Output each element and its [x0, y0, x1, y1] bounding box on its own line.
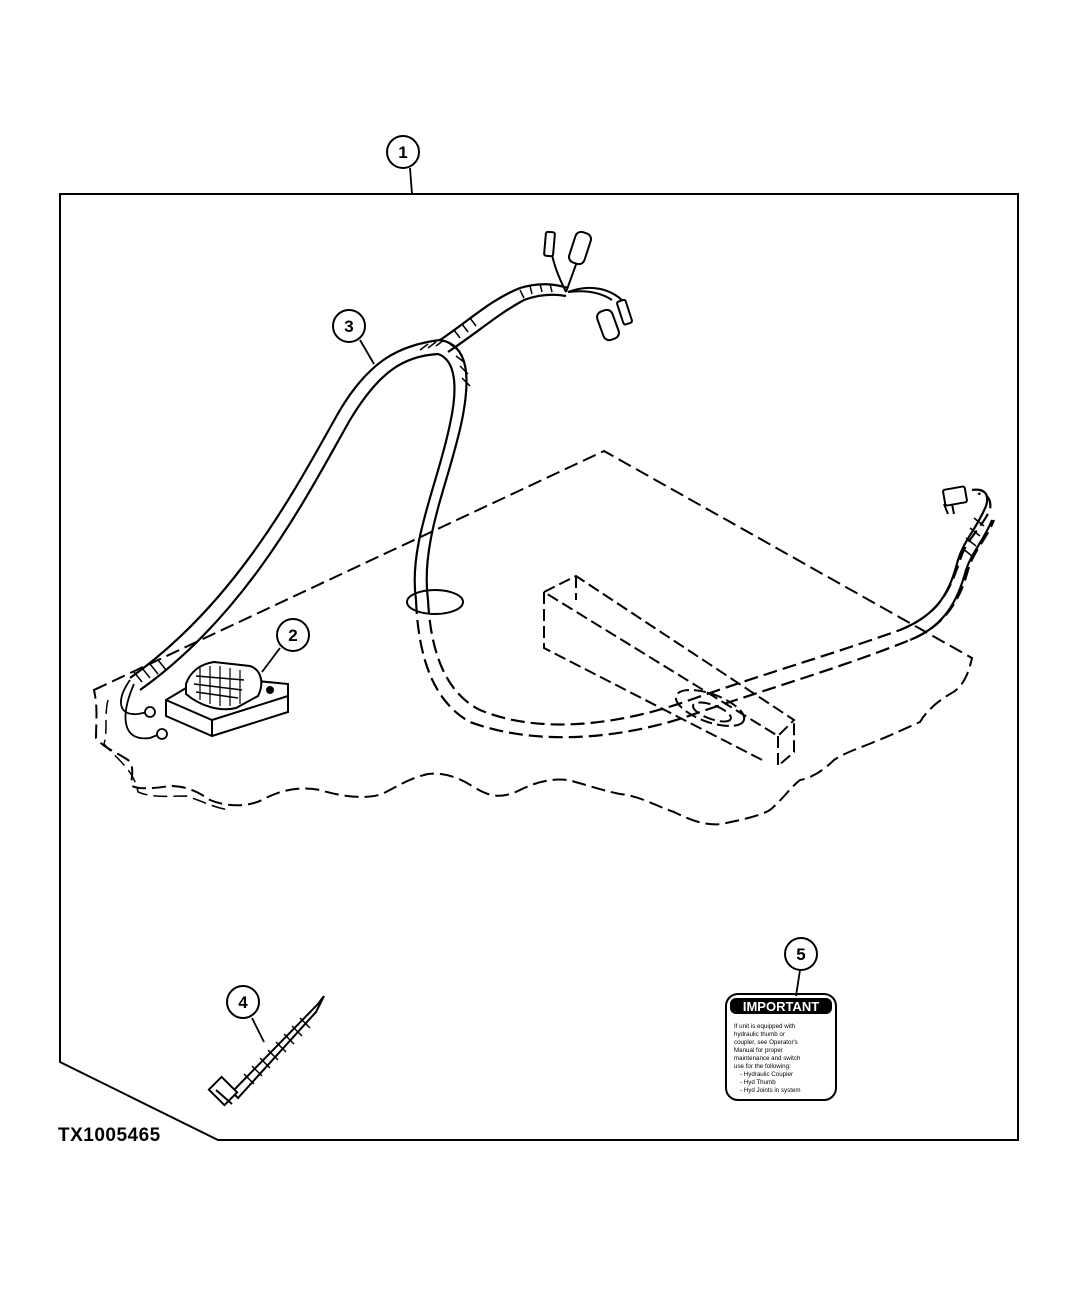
- control-module: [165, 660, 289, 738]
- decal-line: If unit is equipped with: [734, 1023, 796, 1030]
- callout-2: 2: [276, 618, 310, 652]
- callout-1: 1: [386, 135, 420, 169]
- harness-end-connector: [942, 485, 968, 515]
- decal-line: hydraulic thumb or: [734, 1031, 785, 1038]
- decal-line: maintenance and switch: [734, 1055, 801, 1062]
- callout-4-label: 4: [238, 993, 248, 1012]
- frame-rail: [541, 574, 796, 769]
- decal-body: If unit is equipped with hydraulic thumb…: [734, 1023, 801, 1094]
- module-leads: [120, 679, 168, 740]
- decal-line: - Hyd Joints in system: [740, 1087, 801, 1094]
- important-decal: IMPORTANT If unit is equipped with hydra…: [725, 993, 837, 1101]
- callout-3: 3: [332, 309, 366, 343]
- decal-line: coupler, see Operator's: [734, 1039, 798, 1046]
- floor-plate: [92, 449, 974, 826]
- callout-leaders: [251, 167, 801, 1043]
- harness-terminals: [543, 230, 633, 342]
- decal-line: - Hyd Thumb: [740, 1079, 776, 1086]
- callout-4: 4: [226, 985, 260, 1019]
- floor-hole: [406, 589, 464, 615]
- callout-5-label: 5: [796, 945, 805, 964]
- decal-line: Manual for proper: [734, 1047, 783, 1054]
- callout-1-label: 1: [398, 143, 407, 162]
- decal-line: - Hydraulic Coupler: [740, 1071, 793, 1078]
- callout-3-label: 3: [344, 317, 353, 336]
- wiring-harness: [129, 283, 996, 739]
- figure-id: TX1005465: [58, 1125, 161, 1146]
- callout-2-label: 2: [288, 626, 297, 645]
- decal-heading: IMPORTANT: [743, 999, 819, 1014]
- callout-5: 5: [784, 937, 818, 971]
- decal-line: use for the following:: [734, 1063, 791, 1070]
- screw: [207, 995, 325, 1107]
- kit-frame: [59, 193, 1019, 1141]
